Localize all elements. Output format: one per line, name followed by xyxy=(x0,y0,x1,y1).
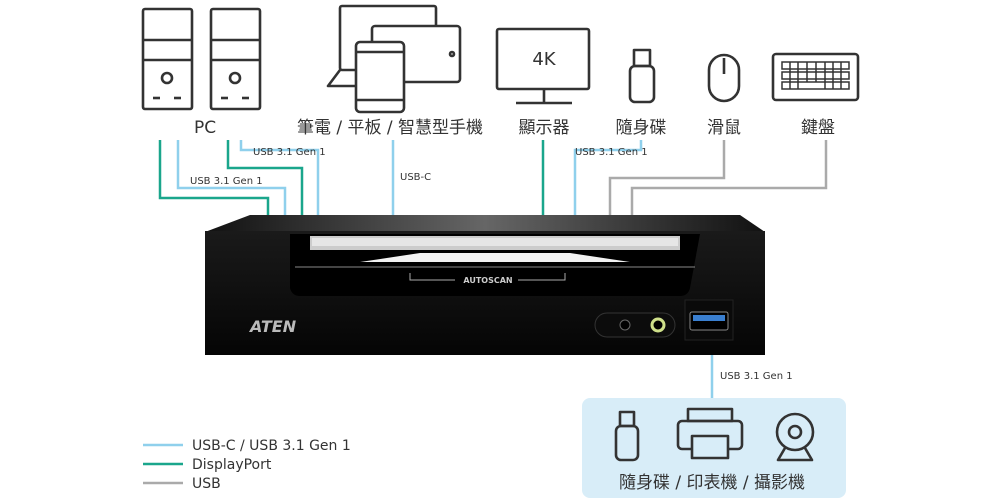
pc2-displayport-line xyxy=(226,140,304,215)
monitor-4k-text: 4K xyxy=(532,49,556,70)
laptop-tablet-phone-icon xyxy=(326,4,462,114)
usb-stick-label: 隨身碟 xyxy=(616,118,667,138)
keyboard-icon xyxy=(771,52,860,102)
pc-label: PC xyxy=(194,118,216,138)
legend-displayport-label: DisplayPort xyxy=(192,457,272,473)
usb-stick-icon xyxy=(614,410,640,462)
mouse-usb-line xyxy=(608,140,726,215)
mic-jack-icon xyxy=(650,317,666,333)
legend-usb-label: USB xyxy=(192,476,221,492)
kvm-switch: AUTOSCAN ATEN xyxy=(205,215,765,355)
pc1-usb-line xyxy=(176,140,287,215)
pc1-displayport-line xyxy=(158,140,270,215)
pc1-usb-label: USB 3.1 Gen 1 xyxy=(190,176,263,187)
printer-icon xyxy=(676,407,744,460)
monitor-icon xyxy=(495,27,591,105)
keyboard-label: 鍵盤 xyxy=(801,118,835,138)
webcam-icon xyxy=(775,412,815,462)
aten-logo: ATEN xyxy=(248,317,297,336)
mouse-icon xyxy=(707,53,741,103)
pc-icon xyxy=(141,7,262,111)
pc2-usb-label: USB 3.1 Gen 1 xyxy=(253,147,326,158)
stick-usb-label: USB 3.1 Gen 1 xyxy=(575,147,648,158)
pc2-usb-line xyxy=(239,140,320,215)
mouse-label: 滑鼠 xyxy=(707,118,741,138)
front-usb-label: USB 3.1 Gen 1 xyxy=(720,371,793,382)
mobile-label: 筆電 / 平板 / 智慧型手機 xyxy=(297,118,483,138)
monitor-label: 顯示器 xyxy=(519,118,570,138)
autoscan-button[interactable]: AUTOSCAN xyxy=(463,276,512,285)
stick-usb-line xyxy=(573,140,643,215)
legend: USB-C / USB 3.1 Gen 1 DisplayPort USB xyxy=(143,438,351,492)
connection-lines xyxy=(158,140,828,400)
peripheral-label: 隨身碟 / 印表機 / 攝影機 xyxy=(619,473,805,493)
keyboard-usb-line xyxy=(630,140,828,215)
legend-usbc-label: USB-C / USB 3.1 Gen 1 xyxy=(192,438,351,454)
audio-jack-icon xyxy=(619,319,631,331)
usb-stick-icon xyxy=(628,48,656,104)
mobile-usbc-label: USB-C xyxy=(400,172,431,183)
